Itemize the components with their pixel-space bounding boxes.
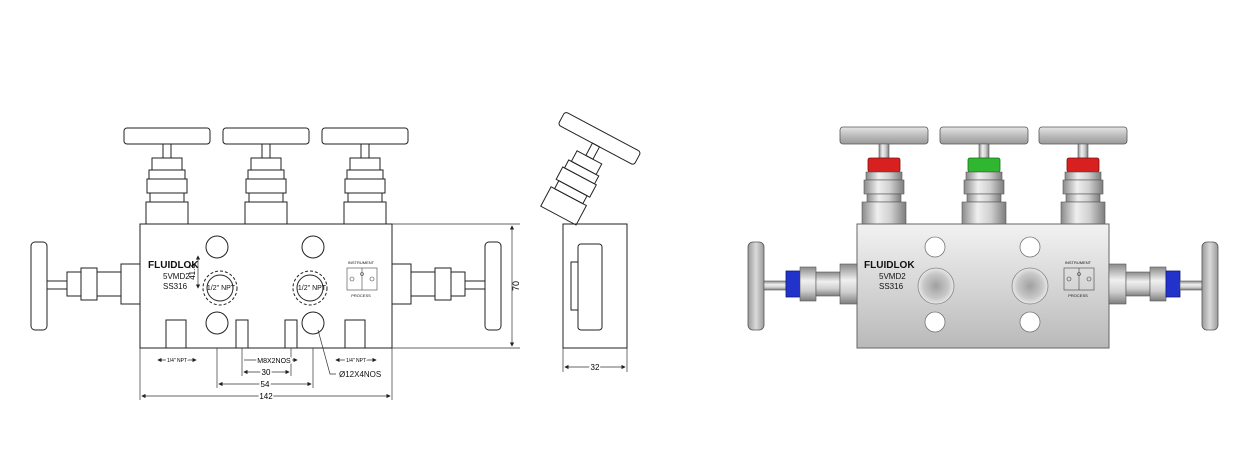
port-right-label: 1/2" NPT xyxy=(298,285,327,292)
render-view: FLUIDLOK 5VMD2 SS316 INSTRUMENT PROCESS xyxy=(747,126,1219,349)
render-side-valve-right xyxy=(1108,241,1219,331)
material-label: SS316 xyxy=(163,282,188,291)
top-valve-center xyxy=(222,127,310,225)
render-schematic-bottom-label: PROCESS xyxy=(1068,293,1088,298)
render-port-left xyxy=(917,267,955,305)
mount-bolt-right xyxy=(284,319,298,349)
dimension-lines xyxy=(139,223,520,400)
render-flow-schematic: INSTRUMENT PROCESS xyxy=(1063,260,1095,298)
mount-bolt-left xyxy=(235,319,249,349)
port-left-label: 1/2" NPT xyxy=(207,285,236,292)
dim-hole-callout: Ø12X4NOS xyxy=(339,370,381,379)
dim-width-total: 142 xyxy=(259,392,273,401)
port-left xyxy=(202,270,238,306)
threaded-port-right xyxy=(344,319,366,349)
dim-side-port-left: 1/4" NPT xyxy=(167,358,187,364)
top-valve-right xyxy=(321,127,409,225)
side-body xyxy=(562,223,628,349)
dim-port-spacing: 54 xyxy=(261,380,270,389)
render-mount-hole xyxy=(924,236,946,258)
side-valve-left xyxy=(30,241,141,331)
render-side-valve-left xyxy=(747,241,858,331)
render-top-valve-left xyxy=(839,126,929,225)
render-port-right xyxy=(1011,267,1049,305)
dim-side-port-right: 1/4" NPT xyxy=(346,358,366,364)
side-valve xyxy=(540,112,641,226)
render-top-valve-center xyxy=(939,126,1029,225)
front-view: 1/2" NPT 1/2" NPT FLUIDLOK 5VMD2 SS316 I… xyxy=(30,127,521,403)
mount-hole xyxy=(301,235,325,259)
threaded-port-left xyxy=(165,319,187,349)
render-mount-hole xyxy=(924,311,946,333)
schematic-top-label: INSTRUMENT xyxy=(348,260,375,265)
flow-schematic: INSTRUMENT PROCESS xyxy=(346,260,378,298)
render-mount-hole xyxy=(1019,236,1041,258)
render-material-label: SS316 xyxy=(879,282,904,291)
side-valve-right xyxy=(391,241,502,331)
top-valve-left xyxy=(123,127,211,225)
dim-height: 70 xyxy=(511,281,521,291)
render-schematic-top-label: INSTRUMENT xyxy=(1065,260,1092,265)
dim-mount-spacing: 30 xyxy=(262,368,271,377)
mount-hole xyxy=(301,311,325,335)
schematic-bottom-label: PROCESS xyxy=(351,293,371,298)
dim-depth: 32 xyxy=(591,363,600,372)
dim-mount-thread: M8X2NOS xyxy=(257,358,291,365)
render-mount-hole xyxy=(1019,311,1041,333)
model-label: 5VMD2 xyxy=(163,272,190,281)
port-right xyxy=(292,270,328,306)
mount-hole xyxy=(205,311,229,335)
render-model-label: 5VMD2 xyxy=(879,272,906,281)
render-top-valve-right xyxy=(1038,126,1128,225)
render-brand-label: FLUIDLOK xyxy=(864,260,915,271)
brand-label: FLUIDLOK xyxy=(148,260,199,271)
mount-hole xyxy=(205,235,229,259)
dim-offset: 41.3 xyxy=(188,264,197,280)
side-view: 32 xyxy=(540,112,641,374)
